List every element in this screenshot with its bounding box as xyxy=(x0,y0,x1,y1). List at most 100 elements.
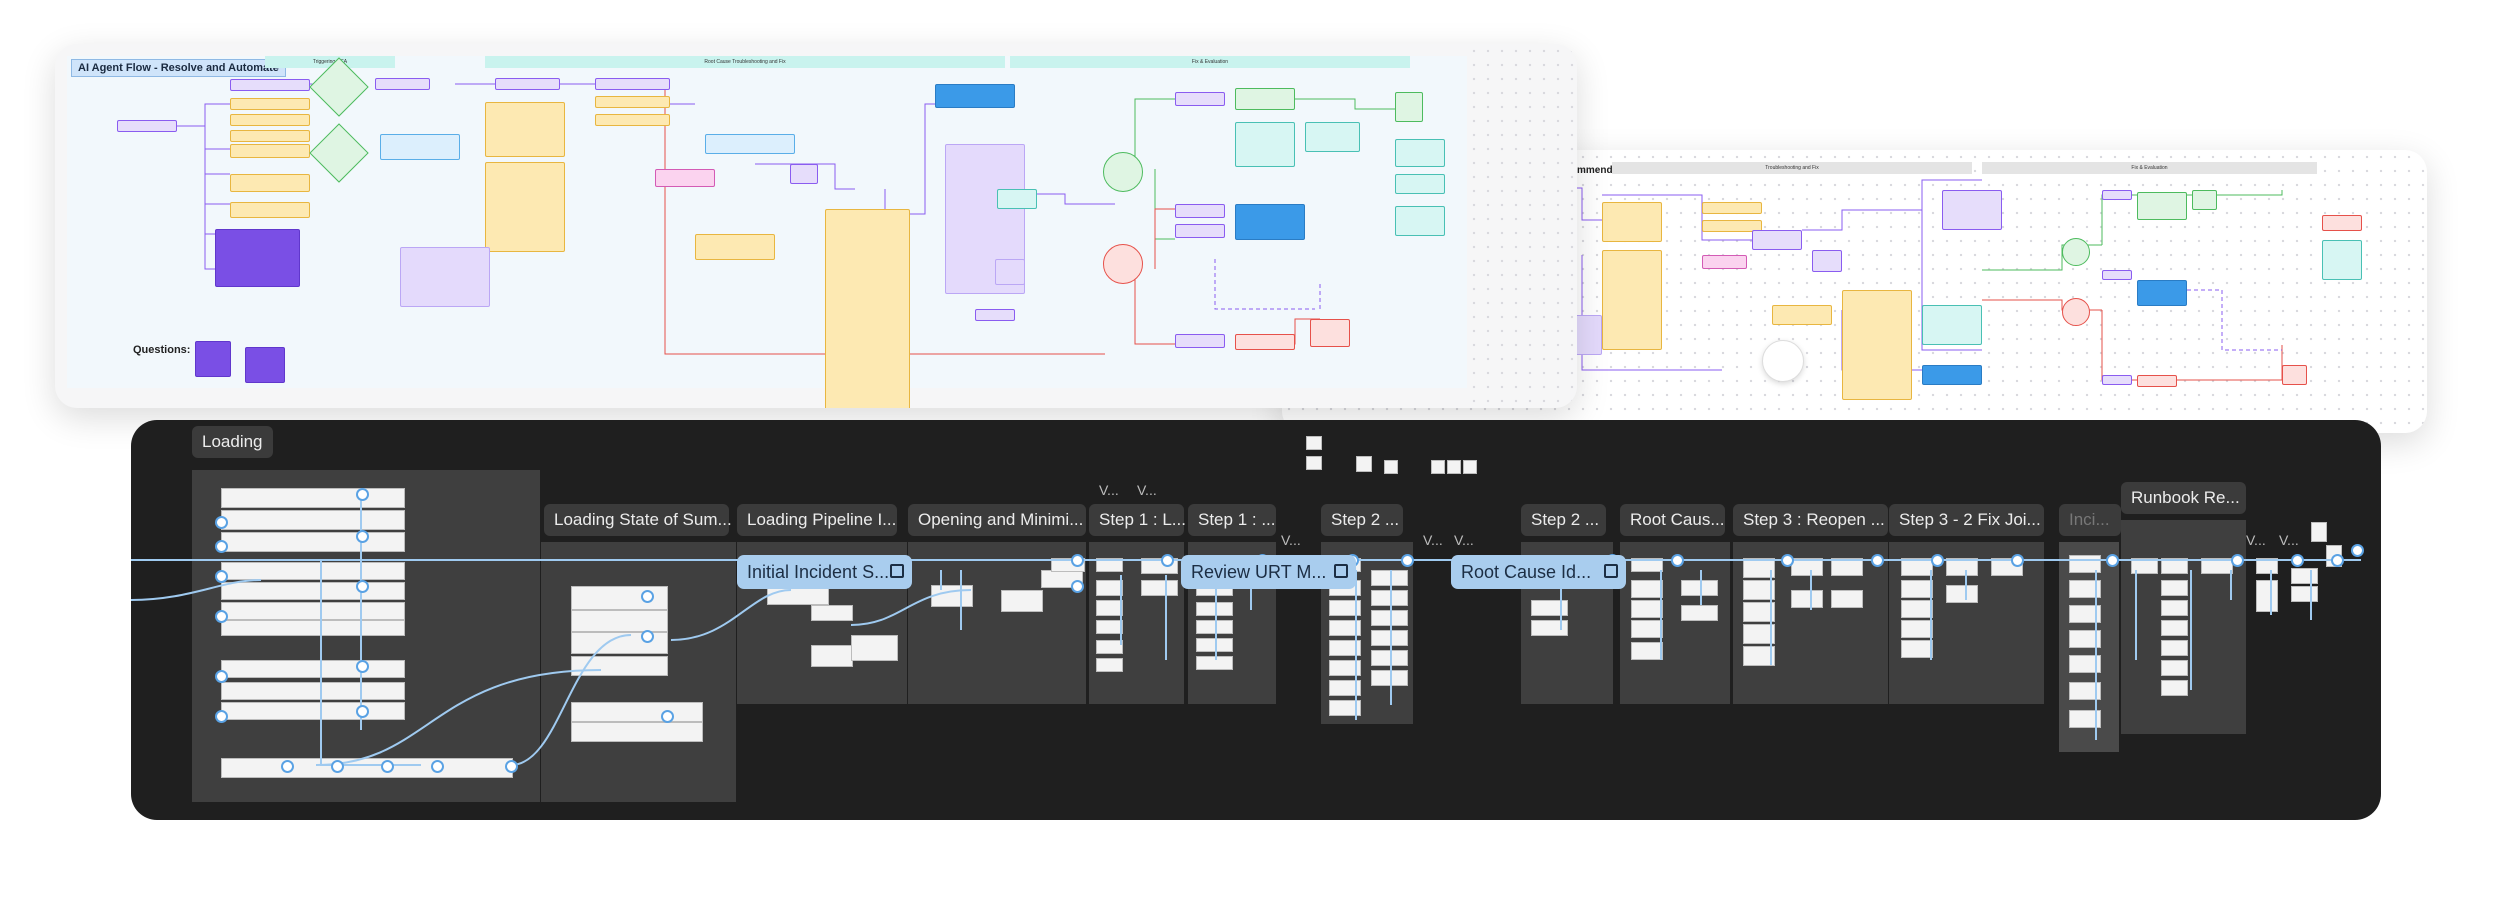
screen-card[interactable] xyxy=(1946,558,1978,576)
frame-thumbnail[interactable] xyxy=(1463,460,1477,474)
flow-node[interactable] xyxy=(230,130,310,142)
screen-card[interactable] xyxy=(1096,658,1123,672)
frame-label[interactable]: Runbook Re... xyxy=(2121,482,2246,514)
screen-card[interactable] xyxy=(2069,605,2101,623)
frame-thumbnail[interactable] xyxy=(1306,456,1322,470)
screen-card[interactable] xyxy=(1631,600,1663,618)
screen-card[interactable] xyxy=(2069,682,2101,700)
prototype-hotspot[interactable] xyxy=(215,710,228,723)
flow-node[interactable] xyxy=(2137,375,2177,387)
decision-node-failure[interactable] xyxy=(1103,244,1143,284)
question-sticky[interactable] xyxy=(195,341,231,377)
prototype-hotspot[interactable] xyxy=(1781,554,1794,567)
flow-node[interactable] xyxy=(230,98,310,110)
prototype-hotspot[interactable] xyxy=(215,516,228,529)
flow-node[interactable] xyxy=(1395,206,1445,236)
frame-thumbnail[interactable] xyxy=(2311,522,2327,542)
screen-card[interactable] xyxy=(1631,642,1663,660)
screen-card[interactable] xyxy=(811,605,853,621)
flow-node[interactable] xyxy=(230,79,310,91)
screen-card[interactable] xyxy=(2069,580,2101,598)
screen-card[interactable] xyxy=(1631,558,1663,572)
screen-card[interactable] xyxy=(1096,580,1123,596)
prototype-hotspot[interactable] xyxy=(1671,554,1684,567)
screen-card[interactable] xyxy=(1329,600,1361,616)
screen-card[interactable] xyxy=(1196,656,1233,670)
prototype-hotspot[interactable] xyxy=(215,540,228,553)
screen-card[interactable] xyxy=(1831,558,1863,576)
screen-card[interactable] xyxy=(1531,620,1568,636)
selected-frame-chip[interactable]: Root Cause Id... xyxy=(1451,555,1626,589)
screen-card[interactable] xyxy=(1681,580,1718,596)
screen-card[interactable] xyxy=(1631,620,1663,638)
prototype-hotspot[interactable] xyxy=(2011,554,2024,567)
prototype-hotspot[interactable] xyxy=(215,610,228,623)
prototype-hotspot[interactable] xyxy=(356,530,369,543)
frame-label-small[interactable]: V... xyxy=(1099,482,1119,498)
prototype-hotspot[interactable] xyxy=(661,710,674,723)
screen-card[interactable] xyxy=(1831,590,1863,608)
prototype-hotspot[interactable] xyxy=(1401,554,1414,567)
flow-node[interactable] xyxy=(1395,174,1445,194)
flow-node[interactable] xyxy=(825,209,910,408)
flow-node[interactable] xyxy=(1175,92,1225,106)
prototype-hotspot[interactable] xyxy=(1071,554,1084,567)
flow-node[interactable] xyxy=(1942,190,2002,230)
frame-thumbnail[interactable] xyxy=(1356,456,1372,472)
flow-node[interactable] xyxy=(1235,88,1295,110)
flow-node[interactable] xyxy=(1175,224,1225,238)
frame-label[interactable]: Inci... xyxy=(2059,504,2121,536)
flow-node[interactable] xyxy=(1310,319,1350,347)
screen-card[interactable] xyxy=(1791,558,1823,576)
prototype-hotspot[interactable] xyxy=(2106,554,2119,567)
screen-card[interactable] xyxy=(2161,558,2188,574)
screen-card[interactable] xyxy=(1196,620,1233,634)
frame-label[interactable]: Step 2 ... xyxy=(1521,504,1606,536)
screen-card[interactable] xyxy=(1371,590,1408,606)
flow-node[interactable] xyxy=(2102,190,2132,200)
screen-card[interactable] xyxy=(1791,590,1823,608)
screen-card[interactable] xyxy=(2161,680,2188,696)
screen-card[interactable] xyxy=(1329,700,1361,716)
decision-node-failure[interactable] xyxy=(2062,298,2090,326)
prototype-hotspot[interactable] xyxy=(641,590,654,603)
flow-node[interactable] xyxy=(230,174,310,192)
screen-card[interactable] xyxy=(1096,640,1123,654)
screen-card[interactable] xyxy=(1743,580,1775,600)
flow-node[interactable] xyxy=(1602,202,1662,242)
flow-node[interactable] xyxy=(1235,122,1295,167)
screen-card[interactable] xyxy=(2161,600,2188,616)
decision-node-success[interactable] xyxy=(2062,238,2090,266)
screen-card[interactable] xyxy=(1329,680,1361,696)
flow-node[interactable] xyxy=(935,84,1015,108)
prototype-hotspot[interactable] xyxy=(2351,544,2364,557)
flow-node[interactable] xyxy=(1305,122,1360,152)
prototype-hotspot[interactable] xyxy=(431,760,444,773)
screen-card[interactable] xyxy=(2131,558,2158,574)
flow-node[interactable] xyxy=(655,169,715,187)
selected-frame-chip[interactable]: Initial Incident S... xyxy=(737,555,912,589)
whiteboard-canvas[interactable] xyxy=(67,56,1467,388)
frame-thumbnail[interactable] xyxy=(1447,460,1461,474)
flow-node[interactable] xyxy=(1922,305,1982,345)
flow-node[interactable] xyxy=(2137,280,2187,306)
screen-card[interactable] xyxy=(221,682,405,700)
frame-label[interactable]: Step 3 : Reopen ... xyxy=(1733,504,1888,536)
screen-card[interactable] xyxy=(1196,638,1233,652)
flow-node[interactable] xyxy=(1812,250,1842,272)
flow-node[interactable] xyxy=(2322,215,2362,231)
prototype-hotspot[interactable] xyxy=(505,760,518,773)
screen-card[interactable] xyxy=(571,610,668,632)
screen-card[interactable] xyxy=(1371,570,1408,586)
flow-node[interactable] xyxy=(1922,365,1982,385)
frame-label[interactable]: Loading State of Sum... xyxy=(544,504,732,536)
flow-node[interactable] xyxy=(595,114,670,126)
screen-card[interactable] xyxy=(1329,620,1361,636)
prototype-hotspot[interactable] xyxy=(356,580,369,593)
flow-node[interactable] xyxy=(1842,290,1912,400)
screen-card[interactable] xyxy=(1096,620,1123,634)
screen-card[interactable] xyxy=(1371,610,1408,626)
flow-node[interactable] xyxy=(117,120,177,132)
selected-frame-chip[interactable]: Review URT M... xyxy=(1181,555,1356,589)
flow-node[interactable] xyxy=(1235,334,1295,350)
